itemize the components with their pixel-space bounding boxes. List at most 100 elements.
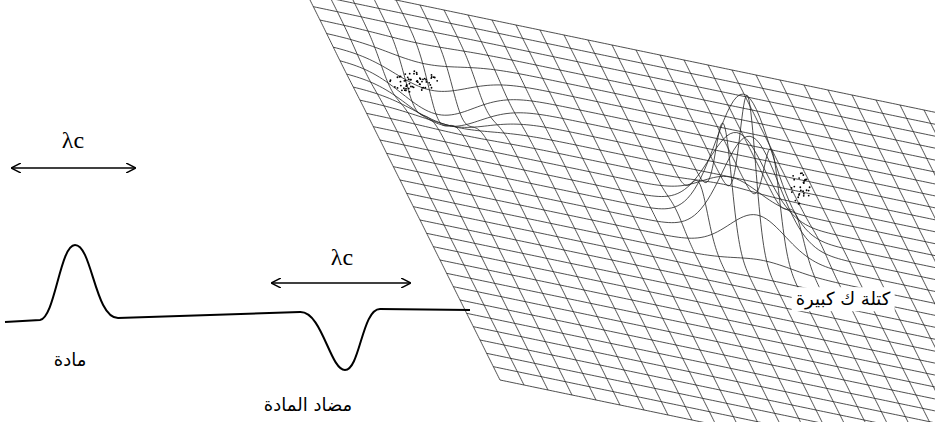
stipple-dot <box>409 91 411 93</box>
stipple-dot <box>419 83 421 85</box>
mesh-line <box>307 0 935 143</box>
stipple-dot <box>419 83 421 85</box>
mass-label: كتلة ك كبيرة <box>792 287 895 311</box>
stipple-dot <box>419 77 421 79</box>
stipple-dot <box>430 77 432 79</box>
stipple-dot <box>394 86 396 88</box>
stipple-dot <box>799 186 801 188</box>
stipple-dot <box>409 73 411 75</box>
stipple-dot <box>791 191 793 193</box>
mesh-line <box>387 94 935 303</box>
stipple-dot <box>413 86 415 88</box>
mesh-line <box>460 300 935 422</box>
mesh-line <box>876 100 935 422</box>
antimatter-label: مضاد المادة <box>260 393 356 417</box>
stipple-dot <box>410 79 412 81</box>
stipple-dot <box>421 81 423 83</box>
stipple-dot <box>401 89 403 91</box>
stipple-dot <box>808 190 810 192</box>
stipple-dot <box>400 85 402 87</box>
stipple-dot <box>433 76 435 78</box>
stipple-dot <box>436 80 438 82</box>
stipple-dot <box>806 189 808 191</box>
width-arrow <box>12 167 135 169</box>
mesh-line <box>367 113 935 263</box>
stipple-dot <box>408 78 410 80</box>
stipple <box>389 70 810 204</box>
mesh-line <box>333 47 935 196</box>
stipple-dot <box>413 70 415 72</box>
mesh-line <box>313 7 935 157</box>
mesh-line <box>493 367 935 422</box>
stipple-dot <box>431 87 433 89</box>
stipple-dot <box>400 75 402 77</box>
mesh-line <box>420 220 935 370</box>
stipple-dot <box>397 76 399 78</box>
stipple-dot <box>795 200 797 202</box>
stipple-dot <box>405 85 407 87</box>
mesh-line <box>373 127 935 277</box>
stipple-dot <box>802 190 804 192</box>
mesh-line <box>924 110 935 422</box>
mesh-line <box>473 327 935 422</box>
stipple-dot <box>803 180 805 182</box>
spacetime-mesh <box>300 0 935 422</box>
stipple-dot <box>429 84 431 86</box>
stipple-dot <box>405 88 407 90</box>
stipple-dot <box>421 89 423 91</box>
mesh-line <box>300 0 500 380</box>
stipple-dot <box>405 90 407 92</box>
stipple-dot <box>808 195 810 197</box>
mesh-line <box>393 136 935 316</box>
mesh-line <box>636 50 836 422</box>
mesh-line <box>756 75 935 422</box>
stipple-dot <box>416 80 418 82</box>
stipple-dot <box>791 187 793 189</box>
stipple-dot <box>793 179 795 181</box>
stipple-dot <box>422 87 424 89</box>
stipple-dot <box>420 78 422 80</box>
stipple-dot <box>803 193 805 195</box>
width-arrow <box>272 282 410 284</box>
stipple-dot <box>797 196 799 198</box>
stipple-dot <box>397 87 399 89</box>
mesh-line <box>320 20 935 170</box>
matter-label: مادة <box>50 348 91 372</box>
mesh-line <box>708 65 908 422</box>
stipple-dot <box>426 81 428 83</box>
stipple-dot <box>406 85 408 87</box>
mesh-line <box>588 40 788 422</box>
stipple-dot <box>406 84 408 86</box>
wavelength-label: λc <box>327 242 357 273</box>
stipple-dot <box>422 78 424 80</box>
stipple-dot <box>424 87 426 89</box>
stipple-dot <box>809 186 811 188</box>
stipple-dot <box>428 82 430 84</box>
mesh-line <box>447 273 935 422</box>
stipple-dot <box>806 178 808 180</box>
mesh-line <box>900 105 935 422</box>
mesh-line <box>852 95 935 422</box>
mesh-line <box>828 90 935 422</box>
stipple-dot <box>409 79 411 81</box>
stipple-dot <box>798 203 800 205</box>
mesh-line <box>340 61 935 210</box>
stipple-dot <box>798 193 800 195</box>
stipple-dot <box>405 80 407 82</box>
mesh-line <box>516 25 716 422</box>
mesh-line <box>300 0 935 130</box>
mesh-line <box>347 74 935 223</box>
stipple-dot <box>803 182 805 184</box>
stipple-dot <box>425 79 427 81</box>
stipple-dot <box>403 87 405 89</box>
stipple-dot <box>800 172 802 174</box>
mesh-line <box>467 313 935 422</box>
stipple-dot <box>800 190 802 192</box>
mesh-line <box>732 70 932 422</box>
mesh-line <box>427 233 935 383</box>
stipple-dot <box>410 86 412 88</box>
stipple-dot <box>802 174 804 176</box>
mesh-line <box>453 287 935 422</box>
